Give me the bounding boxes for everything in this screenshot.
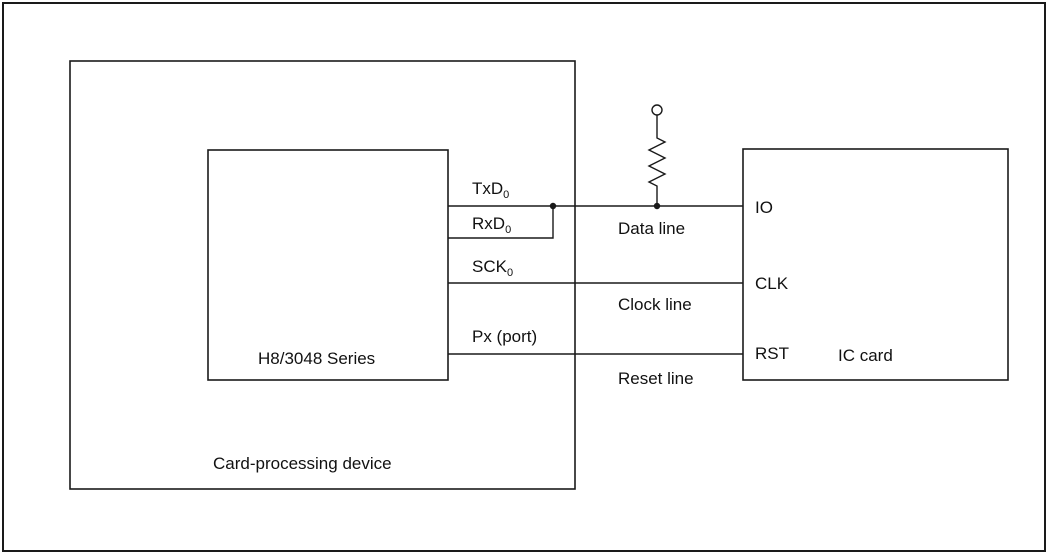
io-pin-label: IO [755, 198, 773, 217]
ic-card-label: IC card [838, 346, 893, 365]
data-junction-dot [549, 202, 557, 210]
card-processing-device-box [69, 60, 576, 490]
pullup-resistor-icon [647, 115, 667, 206]
rxd0-pin-label: RxD0 [472, 214, 512, 236]
data-line-label: Data line [618, 219, 686, 238]
reset-line-label: Reset line [618, 369, 694, 388]
mcu-label: H8/3048 Series [258, 349, 376, 368]
txd0-pin-label: TxD0 [472, 179, 510, 201]
mcu-box [207, 149, 449, 381]
rst-pin-label: RST [755, 344, 789, 363]
device-label: Card-processing device [213, 454, 392, 473]
px-port-label: Px (port) [472, 327, 538, 346]
clk-pin-label: CLK [755, 274, 789, 293]
clock-line-label: Clock line [618, 295, 692, 314]
sck0-pin-label: SCK0 [472, 257, 514, 279]
pullup-terminal [651, 104, 663, 116]
pullup-junction-dot [653, 202, 661, 210]
ic-card-box [742, 148, 1009, 381]
rxd-tie-wire [448, 206, 554, 239]
